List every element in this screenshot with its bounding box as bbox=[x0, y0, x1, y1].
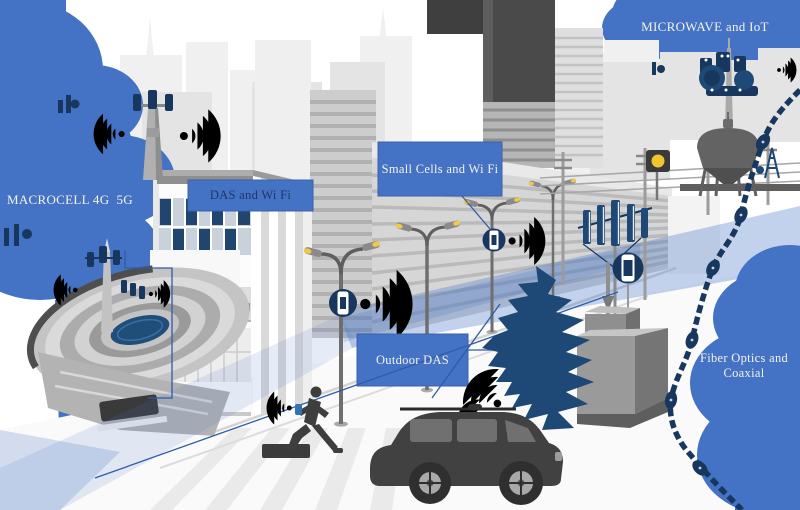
fiber-node-icon bbox=[664, 133, 771, 476]
equipment-cabinet-icon bbox=[577, 262, 668, 428]
macrocell-tower-icon bbox=[133, 90, 173, 180]
das-antenna-icon bbox=[577, 200, 653, 335]
runner-phone-icon bbox=[295, 404, 302, 415]
label-outdoor-das-box bbox=[356, 333, 469, 387]
signal-beam bbox=[0, 206, 800, 510]
midrise-buildings bbox=[310, 0, 603, 338]
small-cell-icon bbox=[329, 289, 357, 317]
runner-icon bbox=[262, 386, 343, 458]
microwave-antenna-icon bbox=[699, 38, 758, 150]
label-das-box bbox=[187, 179, 314, 212]
label-small-cells-box bbox=[377, 141, 503, 197]
hand-with-phone-silhouette bbox=[482, 266, 594, 430]
lattice-antenna-icon bbox=[756, 147, 780, 179]
small-cell-icon bbox=[482, 228, 506, 252]
traffic-light-icon bbox=[646, 150, 670, 200]
label-boxes bbox=[187, 141, 503, 387]
stadium-icon bbox=[26, 250, 254, 436]
suv-car-icon bbox=[370, 404, 563, 505]
fiber-cloud bbox=[690, 245, 800, 510]
water-tower-icon bbox=[697, 112, 759, 197]
stadium-tower-icon bbox=[85, 238, 145, 332]
cloud-antenna-icons bbox=[4, 62, 665, 246]
smartphone-icon bbox=[612, 252, 644, 332]
fiber-cable bbox=[664, 88, 800, 510]
